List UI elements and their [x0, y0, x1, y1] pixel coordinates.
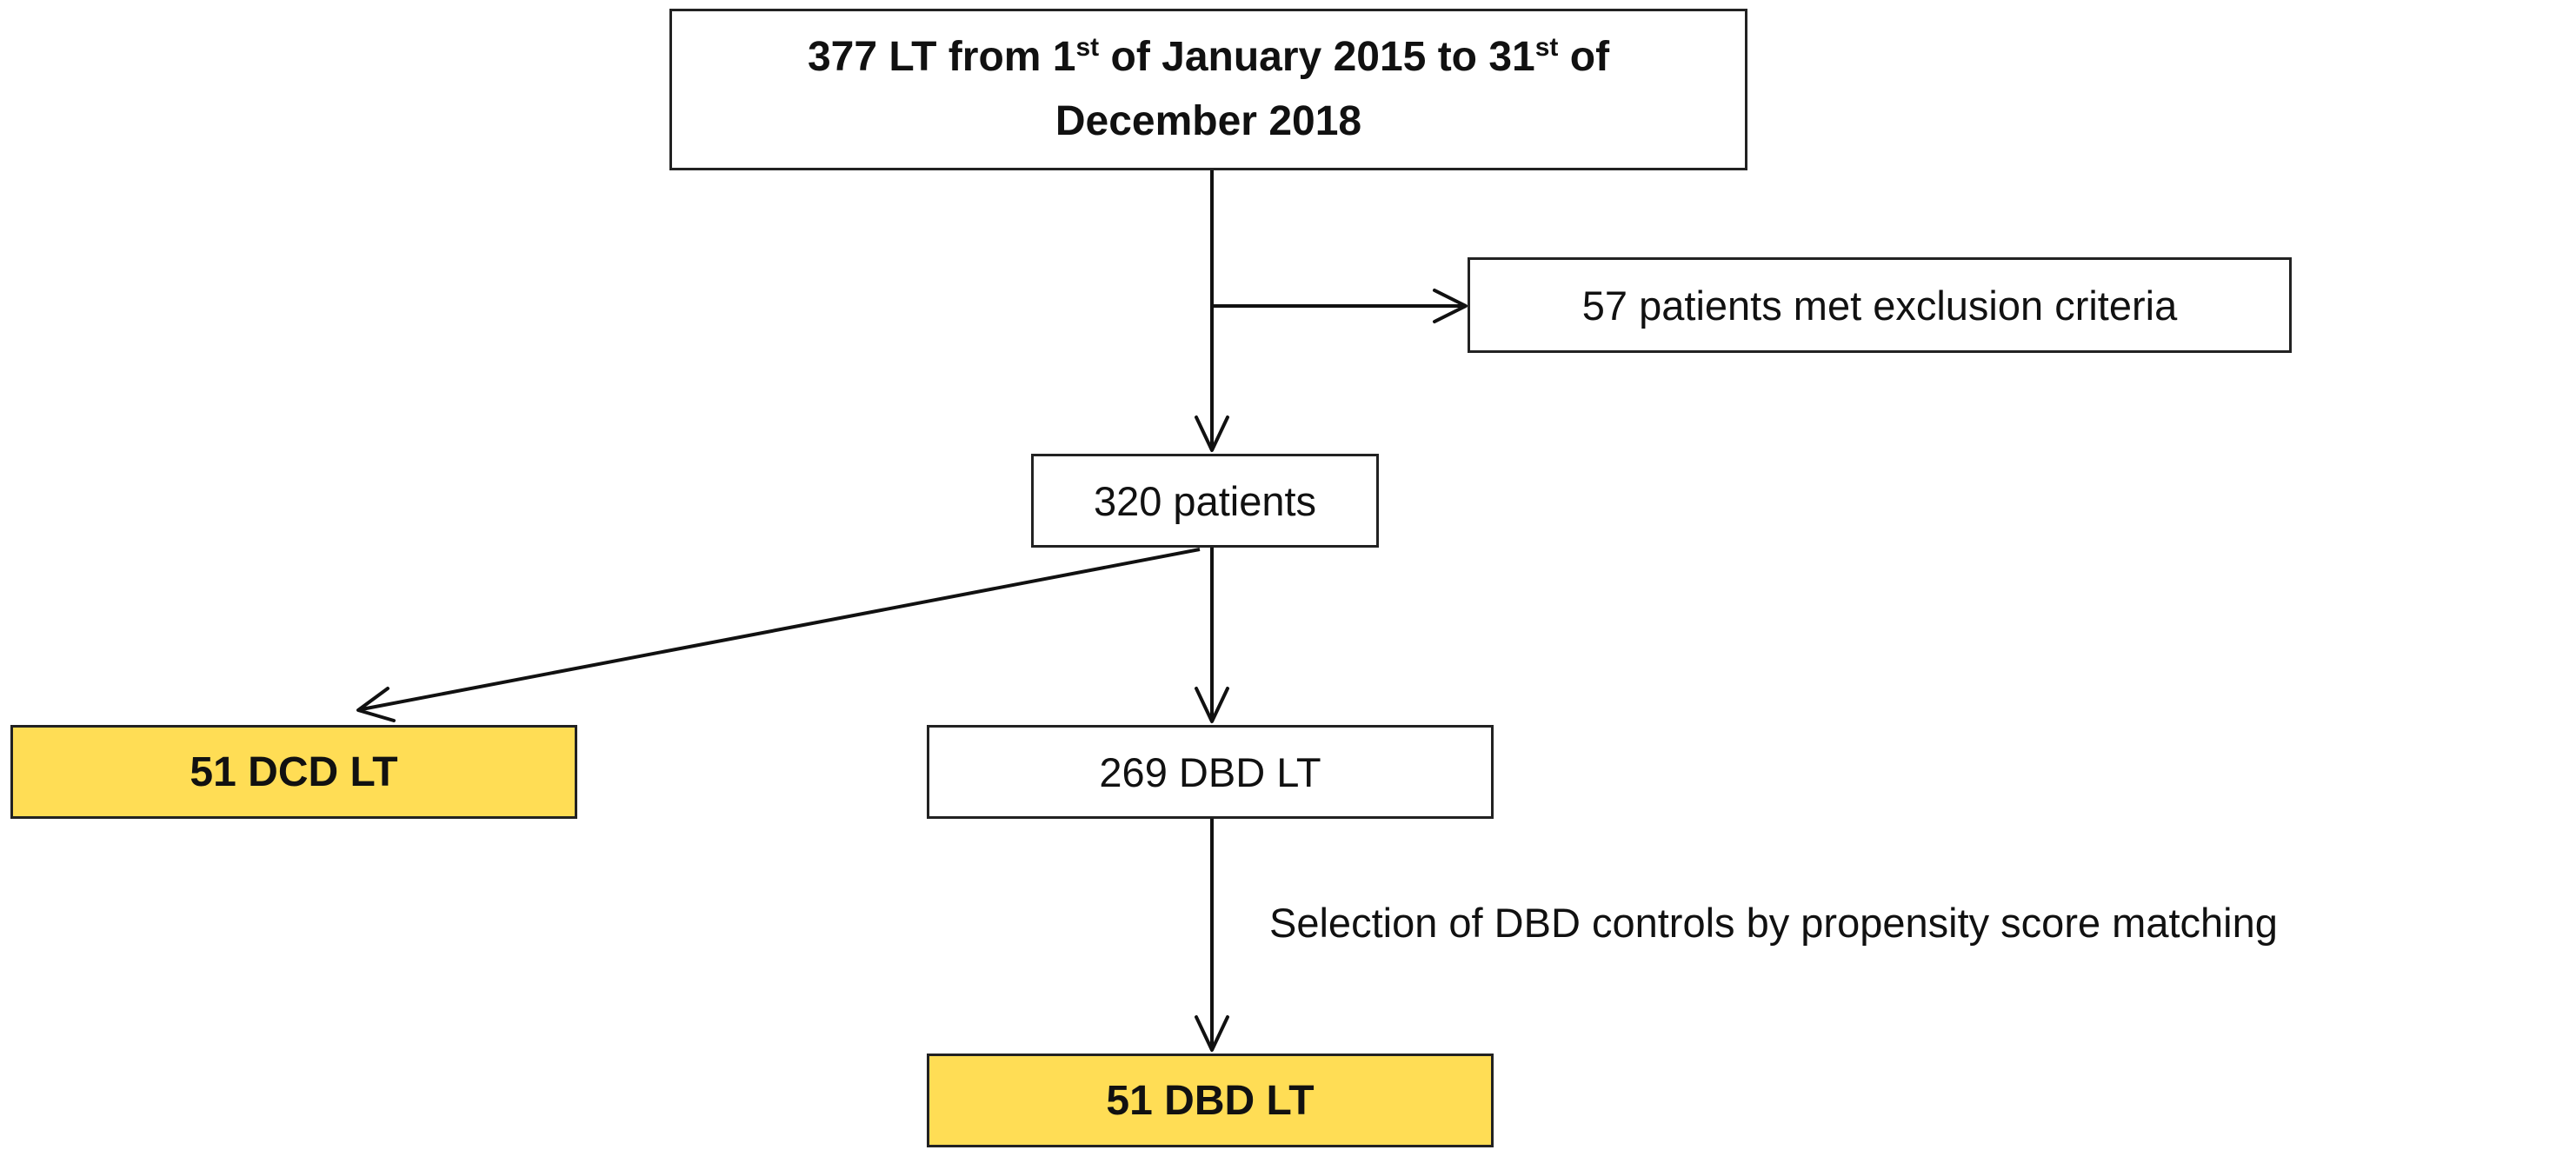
dcd-lt-box: 51 DCD LT: [10, 725, 577, 819]
arrow-320-to-dcd: [361, 548, 1201, 711]
start-cohort-text: 377 LT from 1st of January 2015 to 31st …: [808, 25, 1609, 154]
dbd-lt-269-box: 269 DBD LT: [927, 725, 1494, 819]
arrowhead-exclusion: [1433, 289, 1468, 323]
exclusion-text: 57 patients met exclusion criteria: [1581, 282, 2178, 329]
arrowhead-dbd269: [1195, 687, 1229, 723]
patients-320-box: 320 patients: [1031, 454, 1379, 548]
arrowhead-dbd51: [1195, 1015, 1229, 1052]
patients-320-text: 320 patients: [1093, 477, 1317, 524]
start-sup-first: st: [1075, 33, 1100, 62]
dbd-lt-269-text: 269 DBD LT: [1099, 748, 1321, 795]
propensity-matching-label: Selection of DBD controls by propensity …: [1269, 900, 2278, 946]
arrowhead-320: [1195, 415, 1229, 452]
start-cohort-box: 377 LT from 1st of January 2015 to 31st …: [669, 9, 1747, 170]
exclusion-box: 57 patients met exclusion criteria: [1468, 257, 2292, 353]
dbd-lt-51-text: 51 DBD LT: [1106, 1077, 1315, 1124]
start-line1-pre: 377 LT from 1: [807, 34, 1076, 80]
dbd-lt-51-box: 51 DBD LT: [927, 1054, 1494, 1147]
dcd-lt-text: 51 DCD LT: [190, 748, 398, 795]
arrowhead-dcd: [356, 687, 396, 722]
start-line1-post: of: [1558, 34, 1610, 80]
start-line1-mid: of January 2015 to 31: [1099, 34, 1535, 80]
start-sup-second: st: [1534, 33, 1559, 62]
start-line2: December 2018: [1055, 98, 1362, 144]
